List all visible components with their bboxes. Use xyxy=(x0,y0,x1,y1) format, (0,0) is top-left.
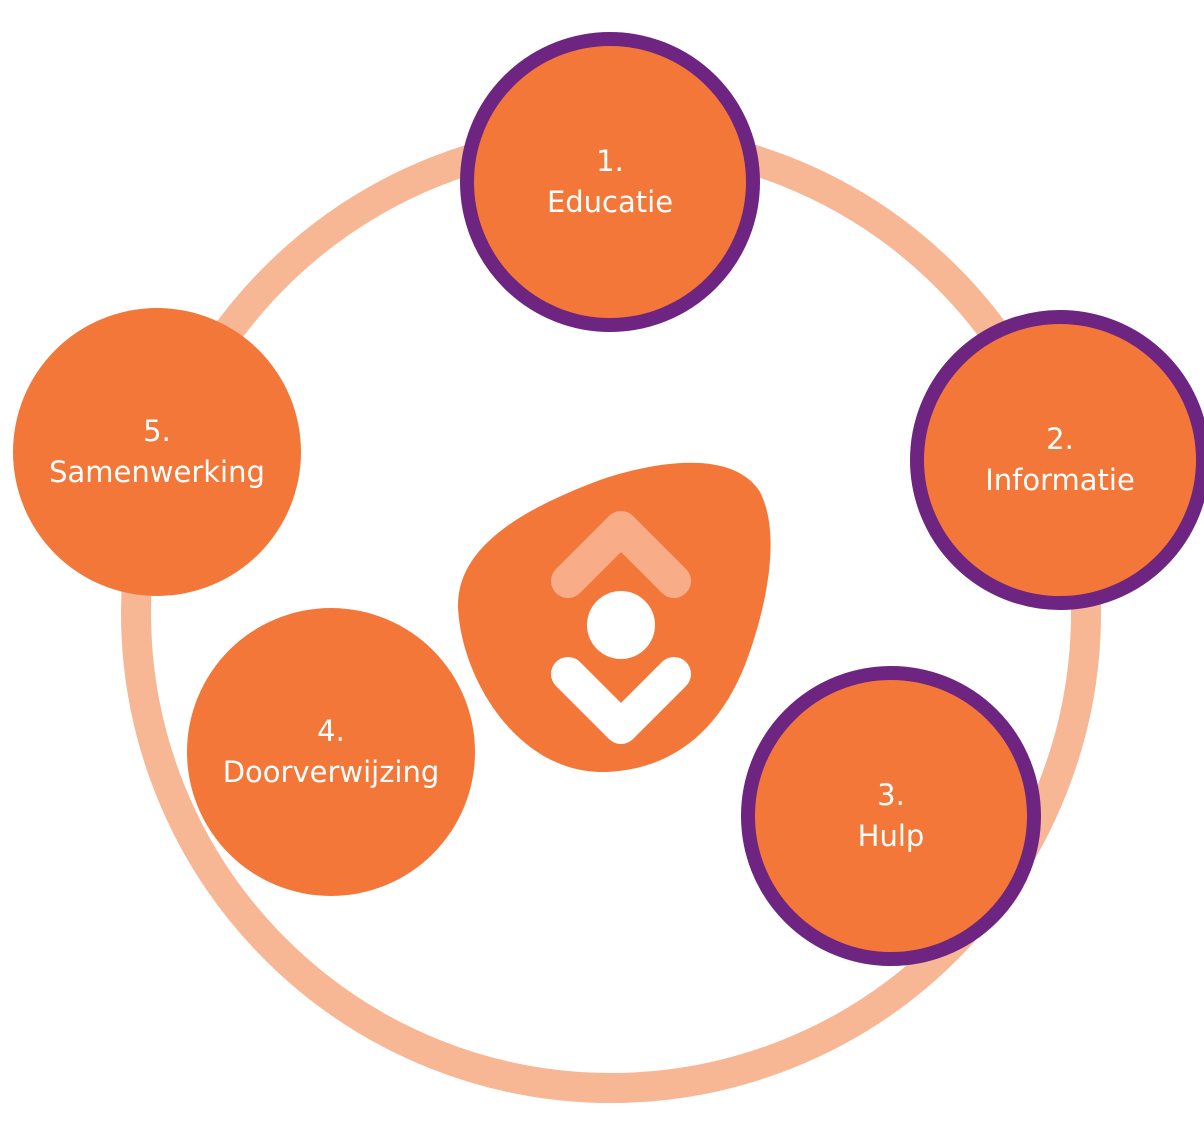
step-node-doorverwijzing[interactable]: 4. Doorverwijzing xyxy=(187,608,475,896)
logo-center-dot xyxy=(587,591,655,659)
step-number: 5. xyxy=(143,413,171,448)
step-number: 1. xyxy=(596,143,624,178)
logo-up-chevron xyxy=(551,511,691,598)
step-number: 3. xyxy=(877,777,905,812)
step-number: 2. xyxy=(1046,421,1074,456)
step-node-samenwerking[interactable]: 5. Samenwerking xyxy=(13,308,301,596)
step-number: 4. xyxy=(317,713,345,748)
step-label: Informatie xyxy=(985,463,1135,497)
logo-down-chevron xyxy=(551,657,691,744)
step-node-hulp[interactable]: 3. Hulp xyxy=(741,666,1041,966)
step-label: Hulp xyxy=(857,819,925,853)
step-label: Educatie xyxy=(546,185,674,219)
step-label: Samenwerking xyxy=(49,455,265,489)
step-node-educatie[interactable]: 1. Educatie xyxy=(460,32,760,332)
center-logo-icon xyxy=(457,462,771,773)
step-label: Doorverwijzing xyxy=(222,755,440,789)
step-node-informatie[interactable]: 2. Informatie xyxy=(910,310,1204,610)
